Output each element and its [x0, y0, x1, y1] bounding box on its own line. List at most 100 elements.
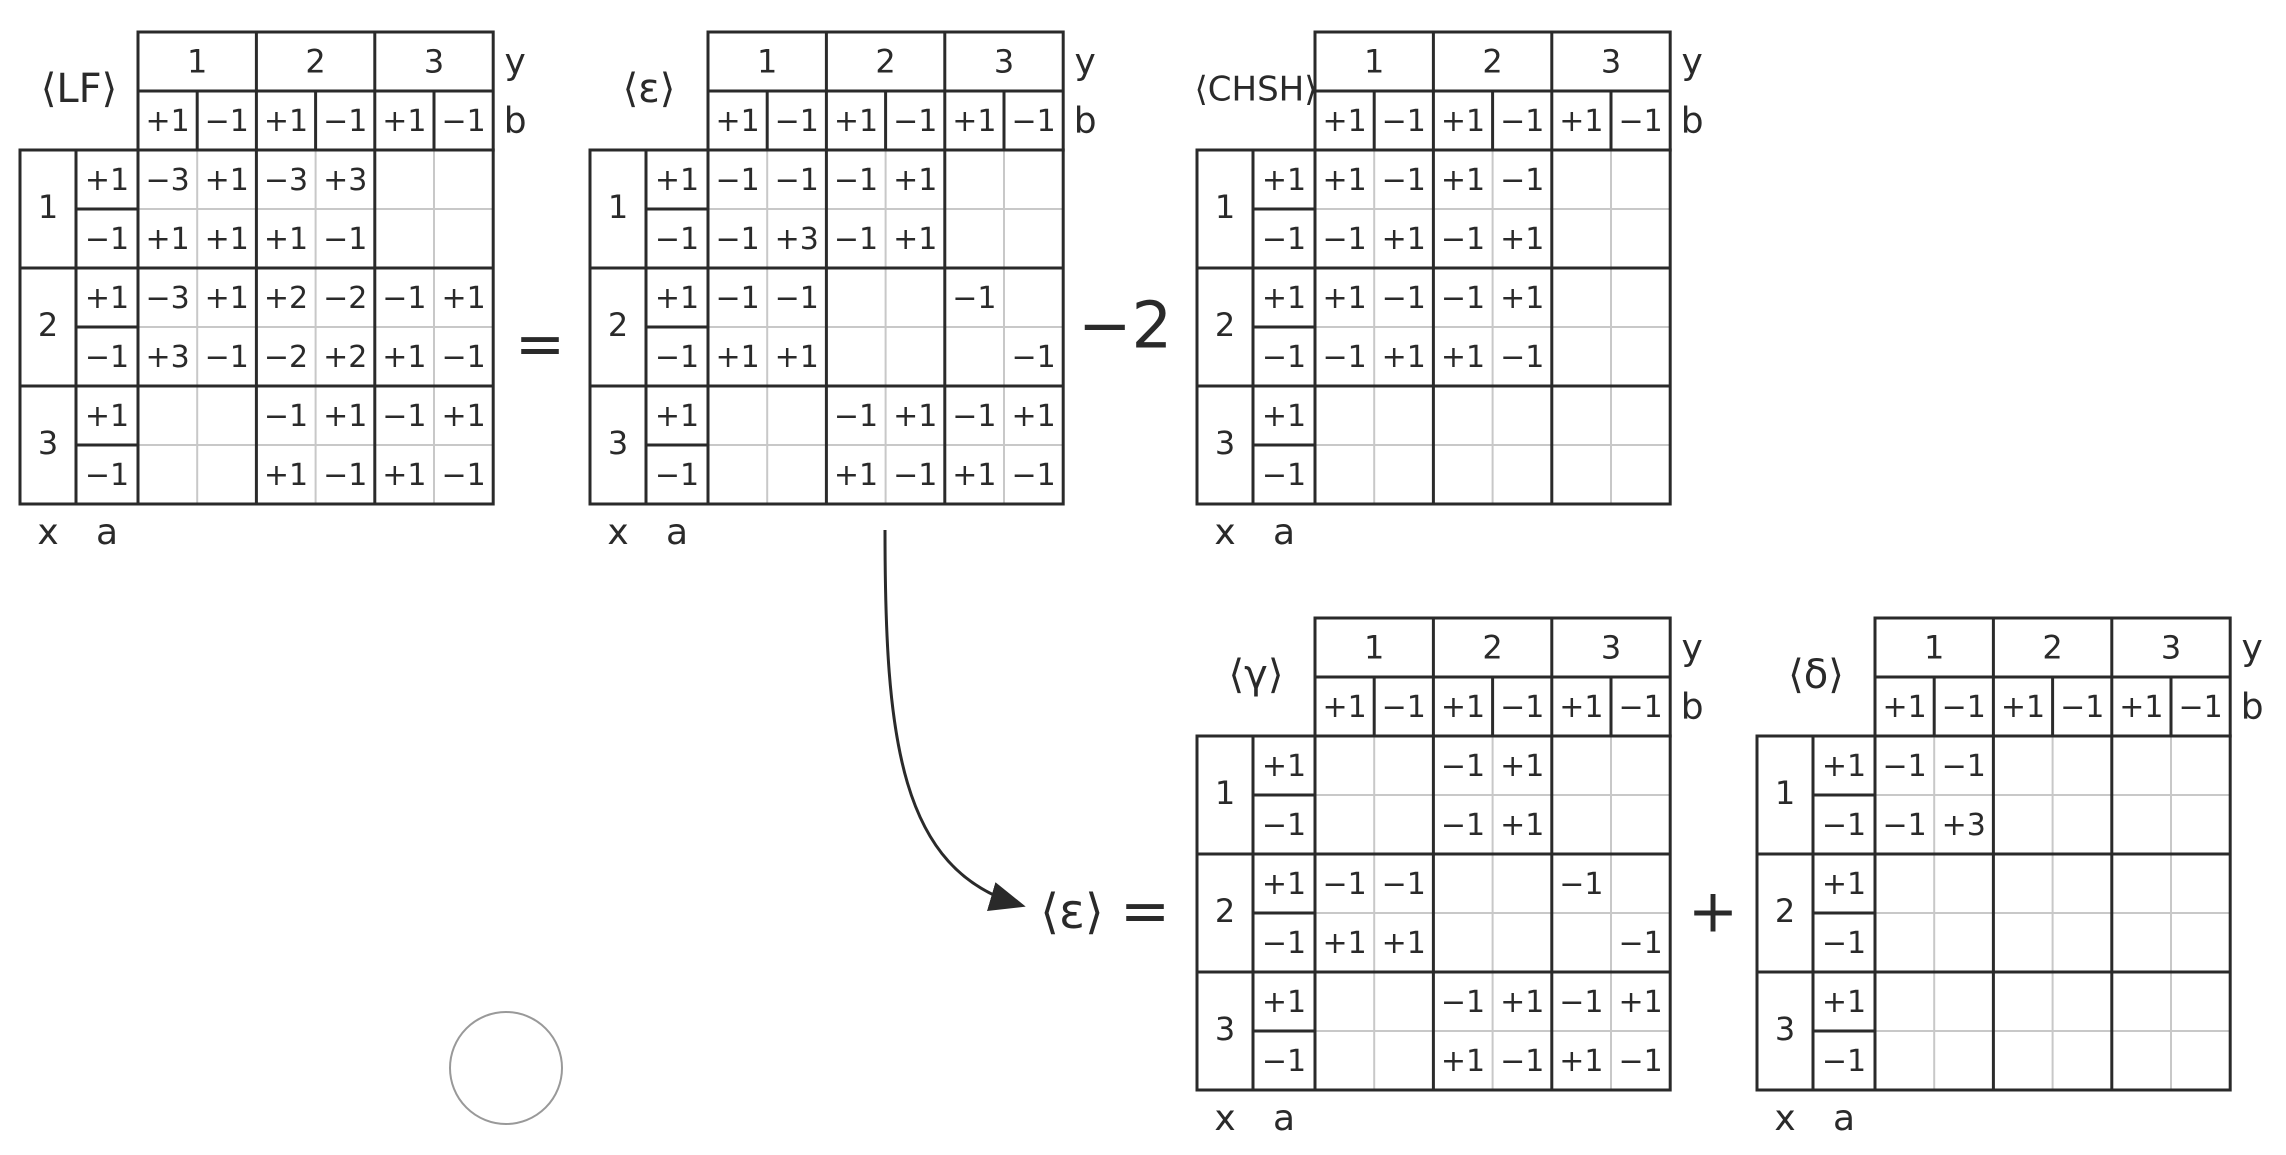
cell-value: +1 [1382, 222, 1426, 257]
cell-value: +1 [1500, 281, 1544, 316]
b-value-label: +1 [1322, 690, 1366, 725]
cell-value: −1 [1441, 985, 1485, 1020]
x-value-label: 2 [1215, 306, 1235, 344]
cell-value: −1 [1500, 1044, 1544, 1079]
b-value-label: −1 [1618, 690, 1662, 725]
a-value-label: −1 [655, 340, 699, 375]
a-axis-letter: a [96, 512, 118, 553]
a-value-label: −1 [85, 458, 129, 493]
y-value-label: 3 [1601, 43, 1621, 81]
cell-value: −1 [1011, 458, 1055, 493]
cell-value: +1 [952, 458, 996, 493]
cell-value: +1 [205, 163, 249, 198]
a-value-label: +1 [1822, 867, 1866, 902]
a-value-label: −1 [655, 222, 699, 257]
a-value-label: −1 [1262, 926, 1306, 961]
cell-value: +1 [893, 222, 937, 257]
b-axis-letter: b [504, 101, 527, 142]
a-value-label: −1 [1262, 222, 1306, 257]
cell-value: −1 [1618, 926, 1662, 961]
cell-value: +1 [715, 340, 759, 375]
cell-value: −1 [1942, 749, 1986, 784]
cell-value: +1 [441, 281, 485, 316]
cell-value: −3 [264, 163, 308, 198]
y-value-label: 2 [1482, 629, 1502, 667]
y-value-label: 3 [994, 43, 1014, 81]
cell-value: −1 [323, 458, 367, 493]
cell-value: −1 [1322, 340, 1366, 375]
cell-value: −1 [1382, 163, 1426, 198]
cell-value: +1 [1500, 222, 1544, 257]
a-value-label: +1 [1822, 985, 1866, 1020]
b-value-label: +1 [1441, 104, 1485, 139]
a-value-label: +1 [85, 163, 129, 198]
x-value-label: 1 [1775, 774, 1795, 812]
cell-value: −1 [382, 281, 426, 316]
b-value-label: −1 [441, 104, 485, 139]
cell-value: −1 [775, 163, 819, 198]
x-value-label: 3 [608, 424, 628, 462]
cell-value: −1 [1882, 749, 1926, 784]
x-value-label: 1 [1215, 774, 1235, 812]
cell-value: −1 [1322, 867, 1366, 902]
b-value-label: −1 [205, 104, 249, 139]
b-value-label: −1 [1382, 690, 1426, 725]
x-value-label: 3 [38, 424, 58, 462]
x-value-label: 1 [1215, 188, 1235, 226]
cell-value: +1 [1441, 340, 1485, 375]
cell-value: −1 [1500, 163, 1544, 198]
y-value-label: 2 [1482, 43, 1502, 81]
y-value-label: 2 [305, 43, 325, 81]
cell-value: −1 [441, 340, 485, 375]
a-axis-letter: a [1273, 512, 1295, 553]
x-axis-letter: x [1214, 512, 1235, 553]
a-value-label: +1 [85, 399, 129, 434]
b-axis-letter: b [1074, 101, 1097, 142]
a-value-label: −1 [1822, 926, 1866, 961]
cell-value: −1 [1011, 340, 1055, 375]
y-value-label: 1 [187, 43, 207, 81]
cell-value: +3 [323, 163, 367, 198]
decorative-circle [449, 1011, 563, 1125]
b-value-label: +1 [1322, 104, 1366, 139]
cell-value: −1 [1441, 749, 1485, 784]
cell-value: −1 [1559, 867, 1603, 902]
cell-value: −1 [1382, 867, 1426, 902]
x-value-label: 3 [1775, 1010, 1795, 1048]
a-value-label: −1 [1262, 340, 1306, 375]
cell-value: −1 [1322, 222, 1366, 257]
b-value-label: −1 [1500, 690, 1544, 725]
cell-value: +1 [1500, 985, 1544, 1020]
cell-value: −1 [715, 222, 759, 257]
b-value-label: +1 [2001, 690, 2045, 725]
a-value-label: +1 [85, 281, 129, 316]
cell-value: +2 [264, 281, 308, 316]
decomposition-arrow [883, 529, 1026, 911]
x-value-label: 2 [38, 306, 58, 344]
cell-value: −1 [264, 399, 308, 434]
cell-value: −1 [1441, 281, 1485, 316]
cell-value: −1 [1441, 222, 1485, 257]
a-value-label: +1 [655, 399, 699, 434]
a-axis-letter: a [1273, 1098, 1295, 1139]
x-axis-letter: x [607, 512, 628, 553]
x-value-label: 3 [1215, 424, 1235, 462]
a-axis-letter: a [666, 512, 688, 553]
b-value-label: +1 [2119, 690, 2163, 725]
x-value-label: 1 [608, 188, 628, 226]
cell-value: −1 [834, 222, 878, 257]
y-value-label: 2 [875, 43, 895, 81]
a-axis-letter: a [1833, 1098, 1855, 1139]
minus-two-coefficient: −2 [1078, 290, 1172, 364]
x-value-label: 2 [1775, 892, 1795, 930]
cell-value: +1 [1382, 926, 1426, 961]
cell-value: +3 [1942, 808, 1986, 843]
cell-value: −2 [323, 281, 367, 316]
cell-value: +1 [205, 281, 249, 316]
cell-value: +1 [1382, 340, 1426, 375]
a-value-label: +1 [1822, 749, 1866, 784]
cell-value: −1 [834, 399, 878, 434]
y-value-label: 1 [1364, 629, 1384, 667]
